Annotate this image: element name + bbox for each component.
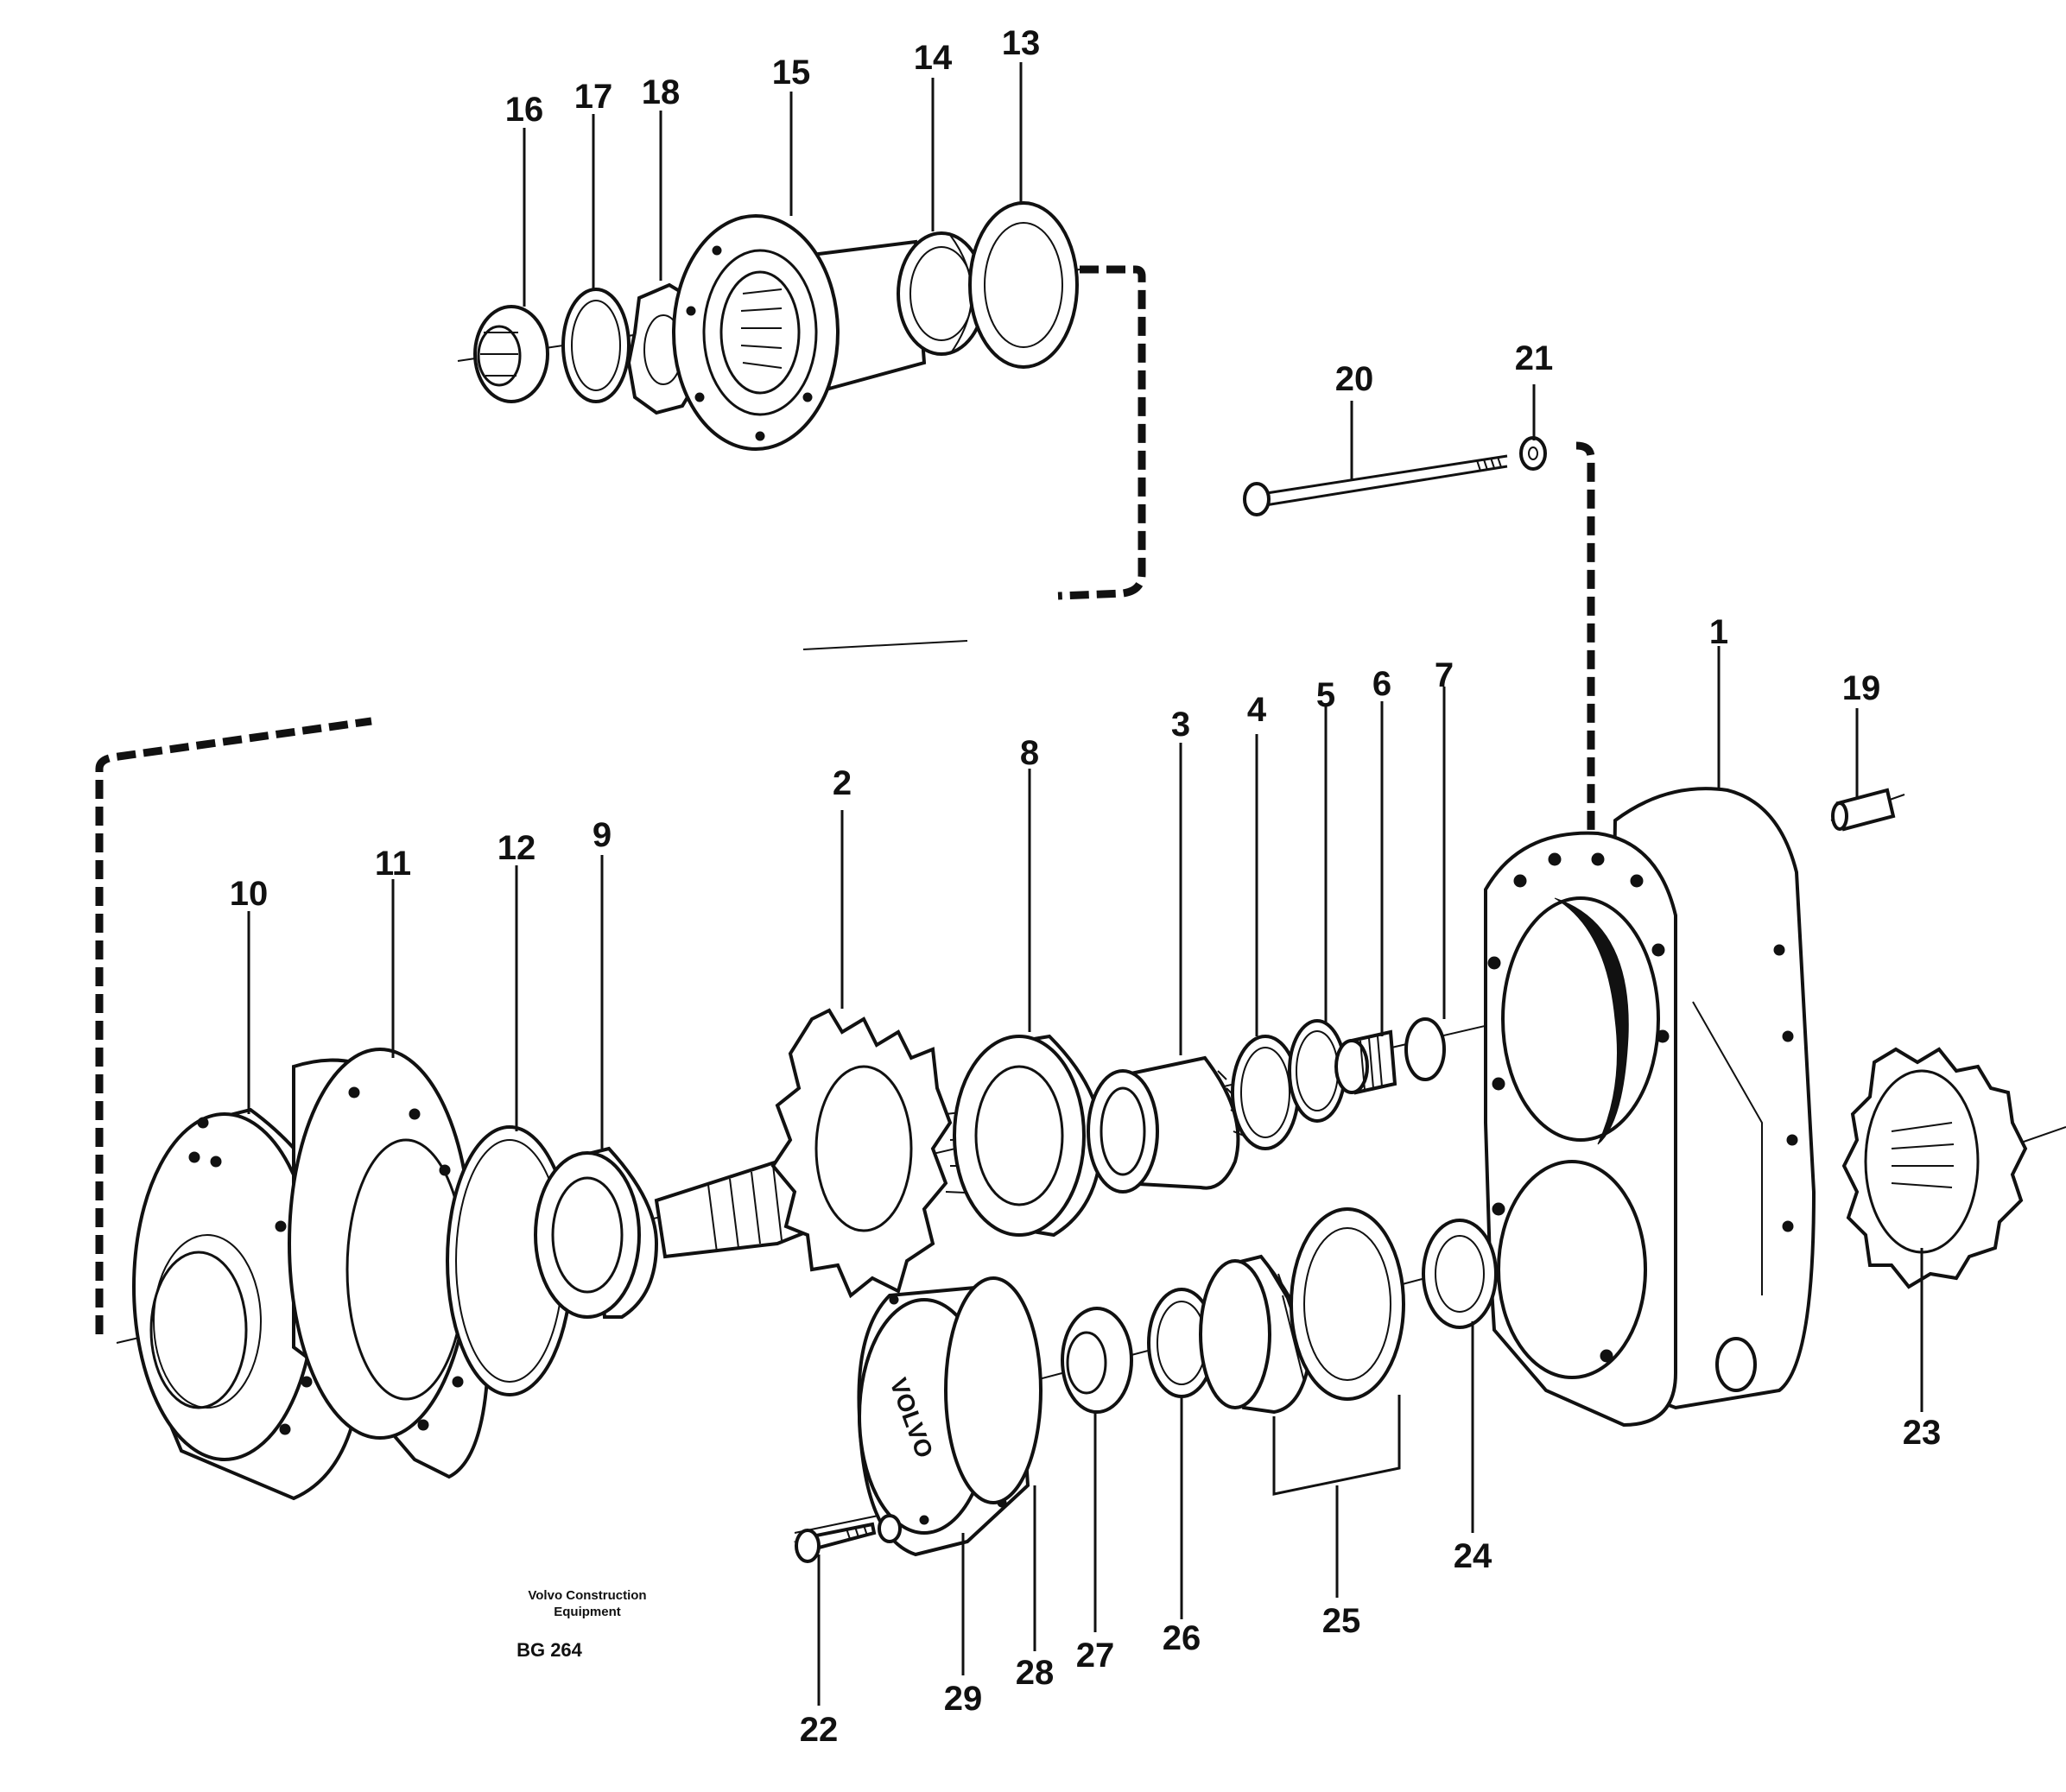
part-28-gasket (944, 1276, 1043, 1504)
callout-12: 12 (497, 829, 536, 867)
company-line-2: Equipment (554, 1605, 621, 1619)
callout-25: 25 (1322, 1602, 1361, 1640)
callout-22: 22 (800, 1711, 839, 1749)
part-21-washer (1519, 436, 1547, 471)
part-25-taper-bearing (1199, 1207, 1405, 1415)
part-3-bearing-ring (1087, 1055, 1245, 1194)
assembly-guide-lines (95, 265, 1595, 1334)
callout-21: 21 (1515, 339, 1554, 377)
callout-9: 9 (593, 816, 612, 854)
callout-18: 18 (642, 73, 681, 111)
callout-5: 5 (1316, 676, 1335, 714)
callout-3: 3 (1171, 706, 1190, 744)
company-line-1: Volvo Construction (528, 1588, 646, 1603)
drawing-code: BG 264 (516, 1639, 583, 1661)
part-1-housing (1484, 787, 1816, 1428)
part-23-gear (1841, 1047, 2028, 1289)
callout-10: 10 (230, 875, 269, 913)
part-17-retaining-ring (561, 288, 631, 403)
callout-20: 20 (1335, 360, 1374, 398)
callout-28: 28 (1016, 1654, 1055, 1692)
callout-19: 19 (1842, 669, 1881, 707)
callout-2: 2 (833, 764, 852, 802)
callout-26: 26 (1163, 1619, 1201, 1657)
part-19-dowel-pin (1831, 788, 1896, 832)
footer-caption: Volvo Construction Equipment BG 264 (516, 1588, 647, 1661)
callout-4: 4 (1247, 691, 1267, 729)
part-27-nut (1061, 1307, 1133, 1414)
callout-23: 23 (1903, 1414, 1942, 1452)
part-9-bearing (534, 1146, 659, 1319)
part-15-flange (672, 214, 927, 451)
callout-27: 27 (1076, 1637, 1115, 1675)
top-subassembly (457, 201, 1081, 451)
callout-14: 14 (914, 39, 953, 77)
callout-1: 1 (1709, 613, 1728, 651)
part-4-ring (1231, 1035, 1300, 1150)
part-7-ring (1404, 1017, 1446, 1081)
callout-8: 8 (1020, 734, 1039, 772)
callout-15: 15 (772, 54, 811, 92)
callout-7: 7 (1435, 656, 1454, 694)
leader-lines (247, 62, 1923, 1706)
callout-17: 17 (574, 78, 613, 116)
part-22-bolt (793, 1514, 902, 1563)
callout-6: 6 (1372, 665, 1391, 703)
part-2-shaft-gear (654, 1008, 985, 1299)
callout-29: 29 (944, 1680, 983, 1718)
part-8-bearing (953, 1034, 1104, 1238)
callout-13: 13 (1002, 24, 1041, 62)
part-20-bolt (1243, 454, 1508, 516)
part-6-needle-bearing (1334, 1029, 1397, 1095)
callout-11: 11 (375, 845, 411, 883)
part-13-seal (968, 201, 1079, 369)
part-24-ring (1422, 1219, 1498, 1329)
part-16-nut (473, 305, 549, 403)
part-25-bracket (1272, 1395, 1401, 1496)
callout-numbers: 1 2 3 4 5 6 7 8 9 10 11 12 13 14 15 16 1… (230, 24, 1942, 1749)
part-11-gasket (288, 1048, 491, 1479)
callout-24: 24 (1454, 1537, 1492, 1575)
callout-16: 16 (505, 91, 544, 129)
